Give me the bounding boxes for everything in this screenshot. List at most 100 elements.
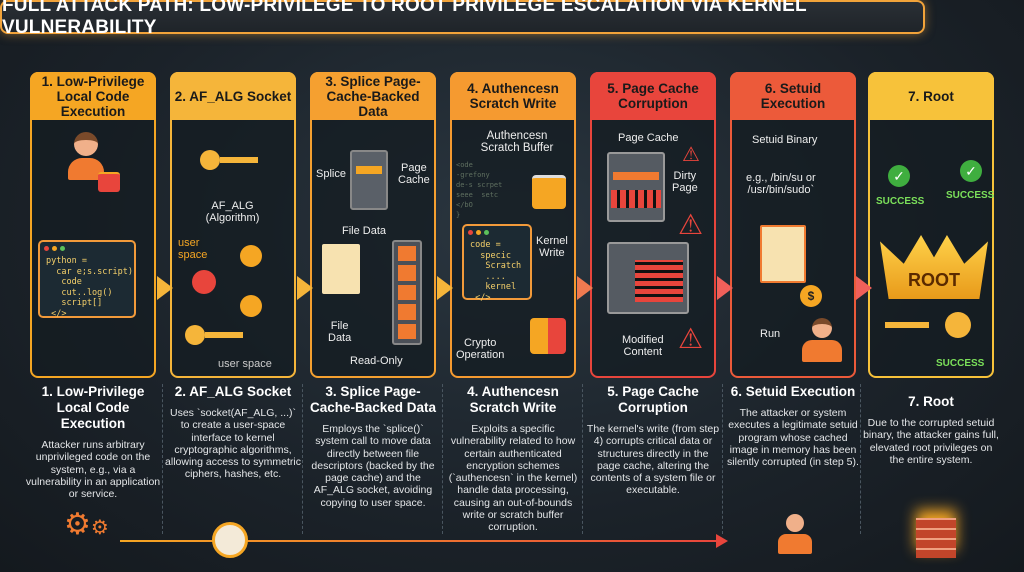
success-label: SUCCESS xyxy=(946,190,995,201)
column-divider xyxy=(302,384,303,534)
flow-arrow-icon xyxy=(157,276,173,300)
gears-icon: ⚙⚙ xyxy=(64,508,109,541)
scratch-buffer-label: Authencesn Scratch Buffer xyxy=(480,130,554,154)
step-title: 4. Authencesn Scratch Write xyxy=(467,384,559,415)
key-icon xyxy=(185,325,245,345)
clock-icon xyxy=(212,522,248,558)
step-header: 1. Low-Privilege Local Code Execution xyxy=(30,72,156,120)
warning-icon: ⚠ xyxy=(682,144,700,166)
step-title: 3. Splice Page-Cache-Backed Data xyxy=(309,384,437,415)
lock-icon xyxy=(98,172,120,192)
read-only-label: Read-Only xyxy=(350,355,403,367)
firewall-icon xyxy=(916,518,956,558)
step-text: Employs the `splice()` system call to mo… xyxy=(311,423,435,509)
code-line: kernel xyxy=(470,282,517,292)
code-line: car e;s.script) xyxy=(46,266,133,277)
server-icon xyxy=(350,150,388,210)
key-icon xyxy=(885,312,985,338)
user-laptop-icon xyxy=(802,318,842,368)
timeline-line xyxy=(120,540,720,542)
column-divider xyxy=(442,384,443,534)
code-line: specic xyxy=(470,250,511,261)
setuid-file-icon xyxy=(760,225,806,283)
code-line: code = xyxy=(470,240,501,250)
check-icon: ✓ xyxy=(888,165,910,187)
step-title: 7. Root xyxy=(908,394,954,409)
code-line: Scratch xyxy=(470,261,522,271)
code-window: python = car e;s.script) code cut..log()… xyxy=(38,240,136,319)
column-divider xyxy=(860,384,861,534)
step-text: Due to the corrupted setuid binary, the … xyxy=(863,417,999,466)
setuid-binary-label: Setuid Binary xyxy=(752,134,818,146)
step-title: 2. AF_ALG Socket xyxy=(174,384,292,399)
crypto-operation-label: Crypto Operation xyxy=(456,337,505,361)
step-text: Exploits a specific vulnerability relate… xyxy=(448,423,578,534)
attacker-avatar-icon xyxy=(68,132,104,182)
flow-arrow-icon xyxy=(437,276,453,300)
crown-label: ROOT xyxy=(908,270,960,290)
dirty-page-label: Dirty Page xyxy=(672,170,698,194)
column-divider xyxy=(582,384,583,534)
step-panel-6: 6. Setuid Execution xyxy=(730,72,856,378)
code-window: code = specic Scratch .... kernel </> xyxy=(462,224,532,303)
corrupted-file-window xyxy=(607,242,689,314)
page-cache-window xyxy=(607,152,665,222)
flow-arrow-icon xyxy=(717,276,733,300)
step-title: 1. Low-Privilege Local Code Execution xyxy=(41,384,145,431)
user-space-label: user space xyxy=(218,358,272,370)
algorithm-node-icon xyxy=(240,295,262,317)
timeline-arrowhead-icon xyxy=(716,534,728,548)
file-data-label: File Data xyxy=(328,320,352,344)
warning-icon: ⚠ xyxy=(678,209,704,240)
splice-label: Splice xyxy=(316,168,346,180)
step-header: 6. Setuid Execution xyxy=(730,72,856,120)
step-title: 6. Setuid Execution xyxy=(730,384,856,399)
step-text: The attacker or system executes a legiti… xyxy=(727,407,859,469)
setuid-badge-icon: $ xyxy=(800,285,822,307)
column-divider xyxy=(722,384,723,534)
step-panel-1: 1. Low-Privilege Local Code Execution xyxy=(30,72,156,378)
step-header: 4. Authencesn Scratch Write xyxy=(450,72,576,120)
code-line: </> xyxy=(46,308,67,319)
flow-arrow-icon xyxy=(856,276,872,300)
step-header: 7. Root xyxy=(868,72,994,120)
code-line: python = xyxy=(46,256,87,266)
code-line: script[] xyxy=(46,298,103,308)
success-label: SUCCESS xyxy=(876,196,925,207)
page-cache-label: Page Cache xyxy=(398,162,430,186)
success-label: SUCCESS xyxy=(936,358,985,369)
step-text: Attacker runs arbitrary unprivileged cod… xyxy=(25,439,161,501)
step-title: 5. Page Cache Corruption xyxy=(607,384,699,415)
binary-example-label: e.g., /bin/su or /usr/bin/sudo` xyxy=(746,172,816,196)
warning-icon: ⚠ xyxy=(678,323,704,354)
page-cache-label: Page Cache xyxy=(618,132,679,144)
page-title: FULL ATTACK PATH: LOW-PRIVILEGE TO ROOT … xyxy=(0,0,925,38)
flow-arrow-icon xyxy=(577,276,593,300)
code-line: cut..log() xyxy=(46,287,113,298)
step-panel-5: 5. Page Cache Corruption xyxy=(590,72,716,378)
file-data-label: File Data xyxy=(342,225,387,237)
modified-content-label: Modified Content xyxy=(622,334,664,358)
run-label: Run xyxy=(760,328,781,340)
algorithm-node-icon xyxy=(240,245,262,267)
lock-icon xyxy=(532,175,566,209)
af-alg-label: AF_ALG (Algorithm) xyxy=(205,200,260,224)
column-divider xyxy=(162,384,163,534)
code-line: .... xyxy=(470,271,506,282)
step-text: Uses `socket(AF_ALG, ...)` to create a u… xyxy=(165,407,301,481)
faint-code: <ode -grefony de-s scrpet seee setc </bO… xyxy=(456,161,503,219)
code-line: </> xyxy=(470,292,491,303)
user-laptop-icon xyxy=(778,514,812,558)
step-text: The kernel's write (from step 4) corrupt… xyxy=(586,423,720,497)
broken-lock-icon xyxy=(530,318,566,354)
algorithm-node-icon xyxy=(192,270,216,294)
file-icon xyxy=(322,244,360,294)
buffer-stack-icon xyxy=(392,240,422,345)
code-line: code xyxy=(46,277,82,287)
